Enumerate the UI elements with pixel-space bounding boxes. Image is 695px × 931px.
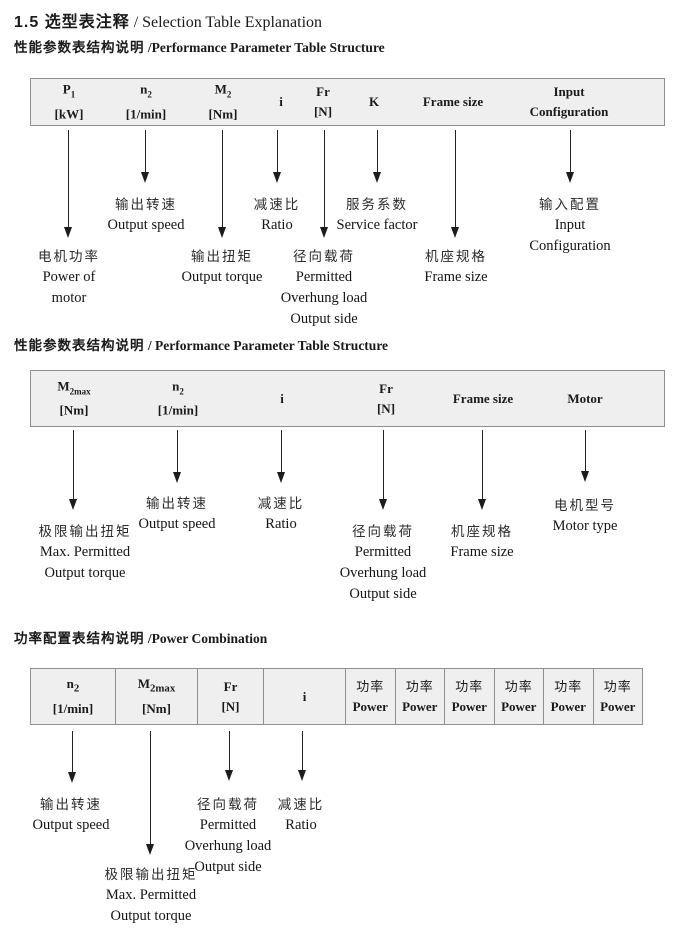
arrow-down-icon [217,130,226,238]
table-1-col-p1: P1[kW] [54,81,84,122]
arrow-down-icon [580,430,589,482]
table-1-col-fr: Fr[N] [313,84,333,119]
table-2-col-m2max: M2max[Nm] [57,378,91,418]
table-1-col-frame-size: Frame size [422,94,484,109]
arrow-down-icon [372,130,381,183]
arrow-down-icon [224,731,233,781]
arrow-down-icon [477,430,486,510]
arrow-down-icon [145,731,154,855]
arrow-down-icon [272,130,281,183]
section-2-heading-zh: 性能参数表结构说明 [14,338,145,353]
section-1-heading-en: /Performance Parameter Table Structure [144,40,385,55]
arrow-down-icon [68,430,77,510]
arrow-down-icon [67,731,76,783]
arrow-down-icon [378,430,387,510]
table-3-col-m2max: M2max[Nm] [116,669,198,724]
arrow-down-icon [172,430,181,483]
section-3-heading: 功率配置表结构说明 /Power Combination [14,627,267,647]
arrow-down-icon [450,130,459,238]
table-2-col-n2: n2[1/min] [157,378,199,418]
table-1-col-i: i [279,94,283,109]
arrow-down-icon [140,130,149,183]
table-1-col-k: K [368,94,380,109]
table-3-col-n2: n2[1/min] [31,669,116,724]
section-3-heading-en: /Power Combination [144,631,268,646]
table-1-col-n2: n2[1/min] [125,81,167,122]
section-1-heading-zh: 性能参数表结构说明 [14,40,145,55]
table-2-col-frame-size: Frame size [452,390,514,406]
table-2-col-fr: Fr[N] [376,380,396,416]
page-title: 1.5 选型表注释 / Selection Table Explanation [14,8,322,32]
arrow-down-icon [565,130,574,183]
section-2-heading-en: / Performance Parameter Table Structure [144,338,389,353]
section-2-heading: 性能参数表结构说明 / Performance Parameter Table … [14,334,388,354]
arrow-down-icon [319,130,328,238]
arrow-down-icon [63,130,72,238]
table-2-header: M2max[Nm] n2[1/min] i Fr[N] Frame size M… [30,370,665,427]
page-title-en: / Selection Table Explanation [129,14,323,31]
page-title-zh: 1.5 选型表注释 [14,14,130,31]
arrow-down-icon [276,430,285,483]
table-2-col-i: i [280,390,284,406]
table-3-col-fr: Fr[N] [198,669,264,724]
section-3-heading-zh: 功率配置表结构说明 [14,631,145,646]
section-1-heading: 性能参数表结构说明 /Performance Parameter Table S… [14,36,385,56]
table-1-header: P1[kW] n2[1/min] M2[Nm] i Fr[N] K Frame … [30,78,665,126]
table-3-col-i: i [264,669,346,724]
arrow-down-icon [297,731,306,781]
table-2-col-motor: Motor [567,390,603,406]
table-1-col-m2: M2[Nm] [208,81,238,122]
